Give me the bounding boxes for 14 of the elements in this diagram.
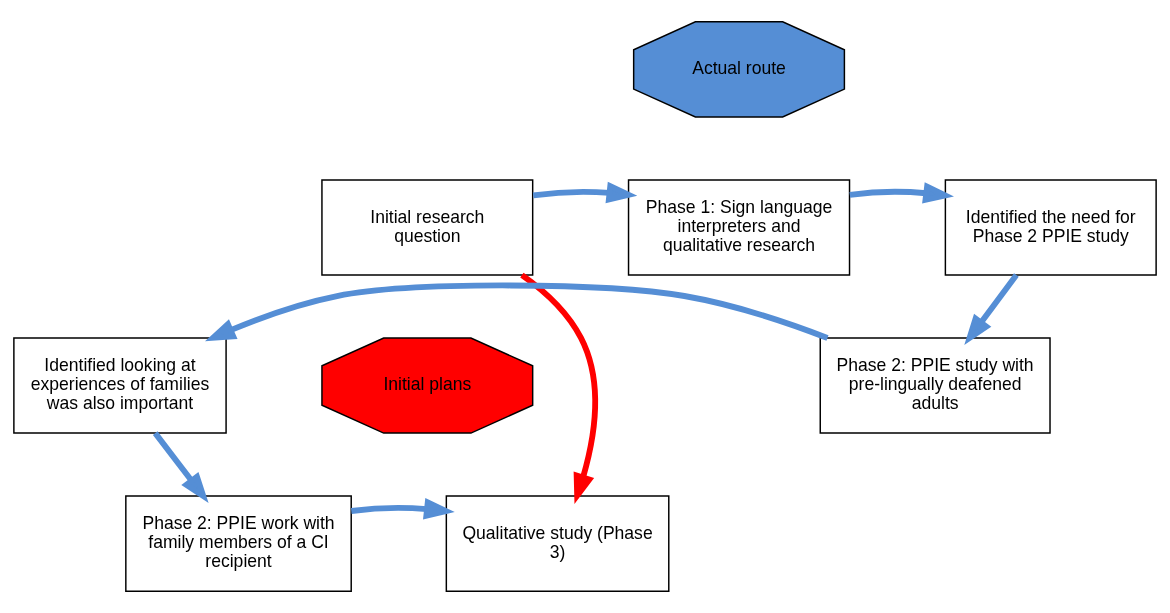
arrow [520,272,598,505]
arrow [849,182,954,204]
node-box: Phase 2: PPIE work with family members of a CI recipient [125,495,352,592]
arrow [964,273,1019,345]
arrow [350,498,455,520]
node-box: Initial research question [321,179,534,276]
arrow [532,181,638,204]
node-box: Identified looking at experiences of families was also important [13,337,227,434]
node-box: Qualitative study (Phase 3) [445,495,670,592]
node-box: Identified the need for Phase 2 PPIE study [944,179,1157,276]
arrow [152,431,209,503]
node-box: Phase 2: PPIE study with pre-lingually deafened adults [819,337,1051,434]
node-box: Phase 1: Sign language interpreters and qualitative research [627,179,851,276]
arrow [204,282,829,342]
